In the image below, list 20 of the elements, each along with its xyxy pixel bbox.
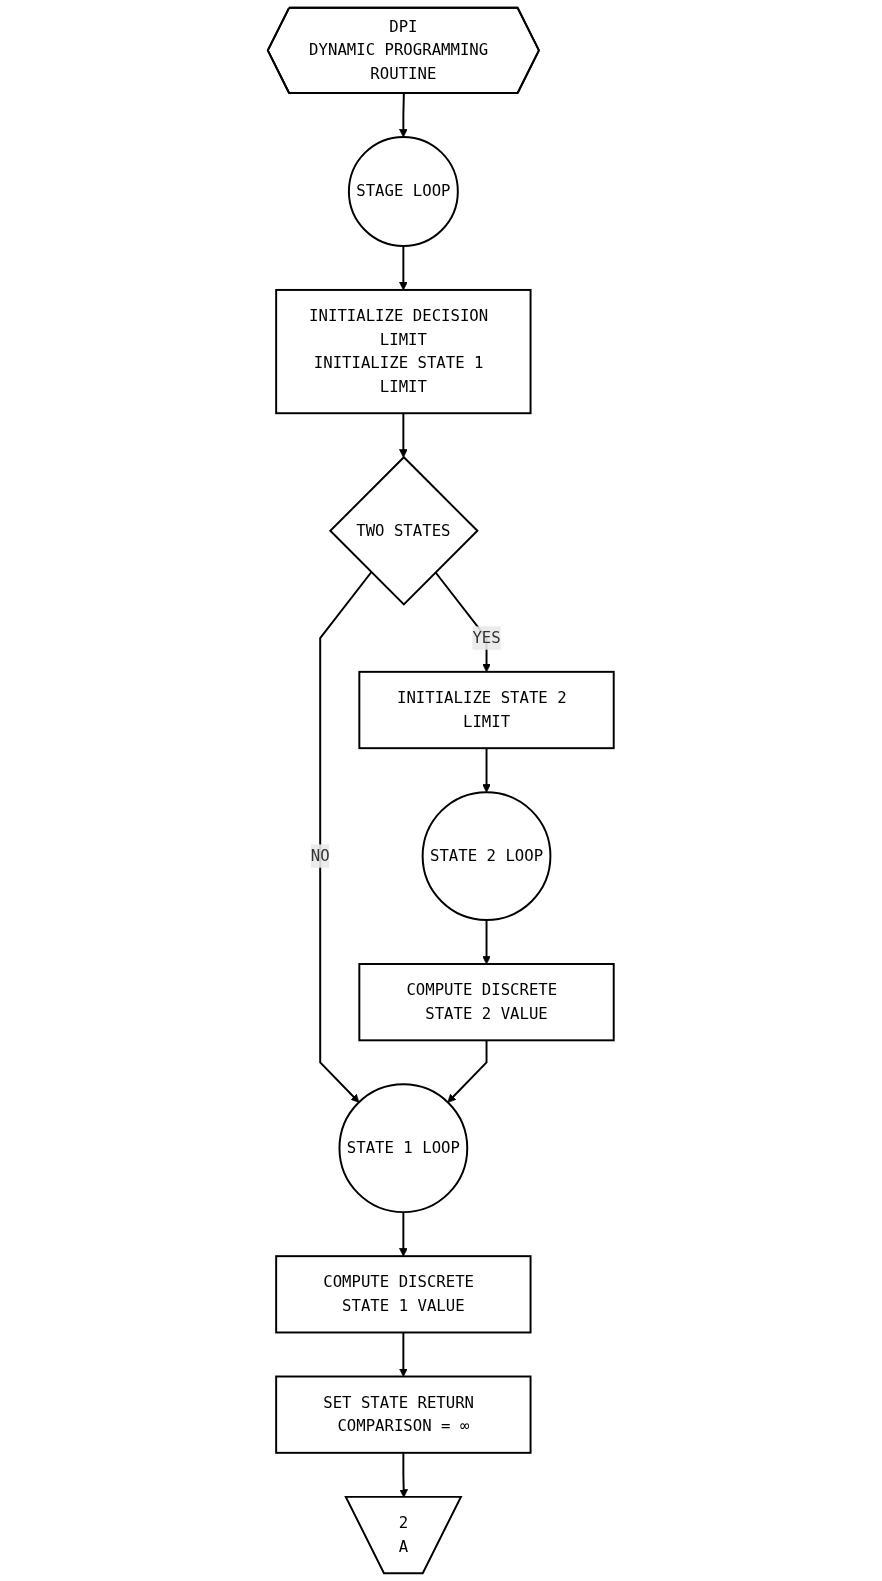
node-circle: STATE 2 LOOP [421,791,552,921]
arrow [399,92,408,138]
node-box: INITIALIZE STATE 2 LIMIT [358,670,615,750]
arrow [399,1211,408,1257]
arrow [482,919,492,965]
arrow [399,412,408,458]
arrow [399,244,408,291]
edge-label: YES [472,628,501,647]
arrow [319,571,373,1103]
node-box: INITIALIZE DECISION LIMIT INITIALIZE STATE 1 LIMIT [275,288,532,415]
arrow [482,747,492,793]
node-circle: STAGE LOOP [348,136,460,247]
node-box: COMPUTE DISCRETE STATE 1 VALUE [275,1255,532,1334]
arrow [447,1039,488,1103]
node-box: COMPUTE DISCRETE STATE 2 VALUE [358,963,615,1042]
node-circle: STATE 1 LOOP [338,1083,469,1214]
node-diamond: TWO STATES [329,455,479,606]
node-box: SET STATE RETURN COMPARISON = ∞ [275,1375,532,1454]
edge-label: NO [311,846,330,865]
arrow [399,1331,408,1377]
